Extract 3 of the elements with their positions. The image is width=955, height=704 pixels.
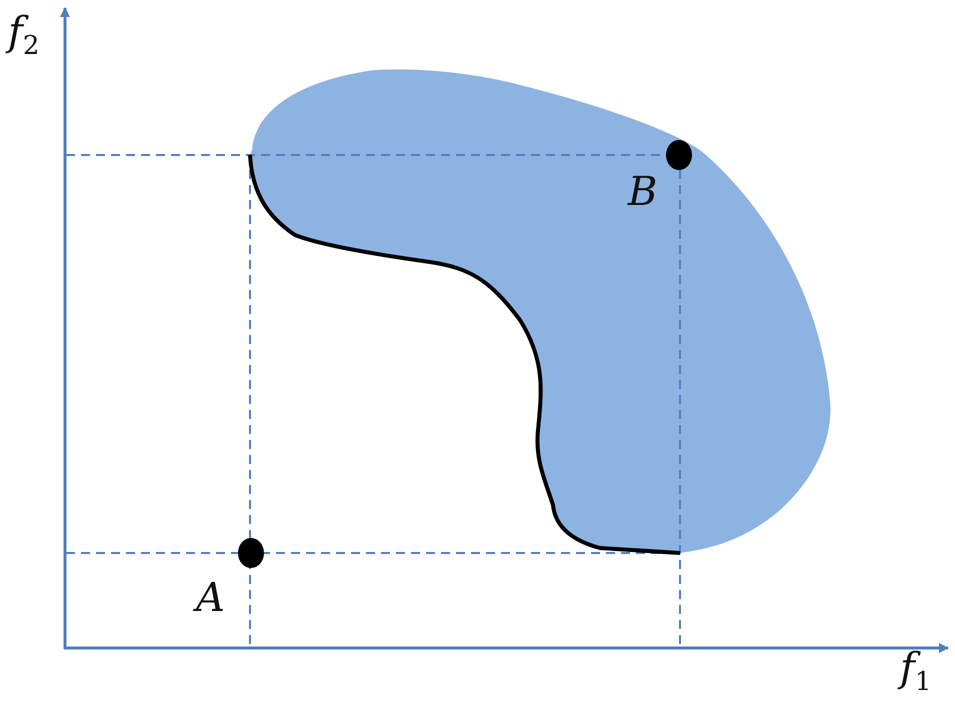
axis-label: f$_{2}$ <box>8 12 40 59</box>
axis-label: f$_{1}$ <box>900 648 932 695</box>
point-label: B <box>628 172 658 212</box>
